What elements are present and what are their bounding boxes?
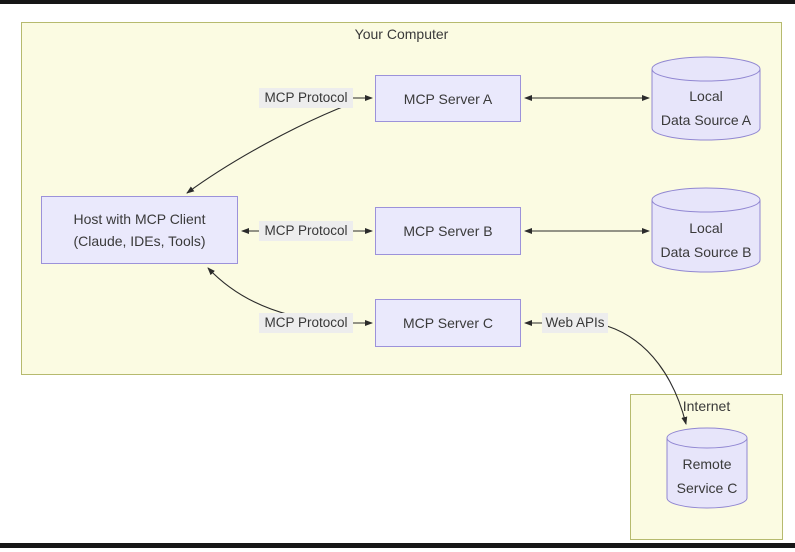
host-label-line1: Host with MCP Client [73, 211, 206, 227]
node-host-with-mcp-client: Host with MCP Client (Claude, IDEs, Tool… [41, 196, 238, 264]
edge-protocol-c-to-host [207, 267, 291, 316]
node-mcp-server-b: MCP Server B [375, 207, 521, 255]
cylinder-remote-service-c [666, 427, 748, 509]
data-source-a-line2: Data Source A [660, 112, 752, 128]
edge-label-web-apis: Web APIs [542, 313, 608, 333]
remote-service-c-line1: Remote [682, 456, 732, 472]
mcp-server-a-label: MCP Server A [403, 90, 493, 107]
data-source-b-line2: Data Source B [660, 244, 752, 260]
your-computer-label: Your Computer [354, 26, 449, 42]
internet-label: Internet [682, 398, 731, 414]
local-data-source-a-text: Local Data Source A [652, 82, 760, 134]
local-data-source-b-text: Local Data Source B [652, 214, 760, 266]
edge-label-mcp-protocol-a: MCP Protocol [259, 88, 353, 108]
remote-service-c-line2: Service C [676, 480, 738, 496]
data-source-b-line1: Local [689, 220, 723, 236]
top-border-bar [0, 0, 795, 4]
node-mcp-server-a: MCP Server A [375, 75, 521, 122]
data-source-a-line1: Local [689, 88, 723, 104]
cylinder-local-data-source-b [651, 187, 761, 273]
edge-webapis-to-remote-c [606, 325, 688, 425]
edge-label-mcp-protocol-c: MCP Protocol [259, 313, 353, 333]
mcp-server-c-label: MCP Server C [403, 315, 493, 331]
edge-label-mcp-protocol-b: MCP Protocol [259, 221, 353, 241]
cylinder-local-data-source-a [651, 56, 761, 141]
node-mcp-server-c: MCP Server C [375, 299, 521, 347]
bottom-border-bar [0, 543, 795, 548]
mcp-server-b-label: MCP Server B [403, 223, 493, 239]
edge-protocol-a-to-host [186, 103, 351, 194]
remote-service-c-text: Remote Service C [667, 450, 747, 502]
host-label-line2: (Claude, IDEs, Tools) [73, 233, 206, 249]
